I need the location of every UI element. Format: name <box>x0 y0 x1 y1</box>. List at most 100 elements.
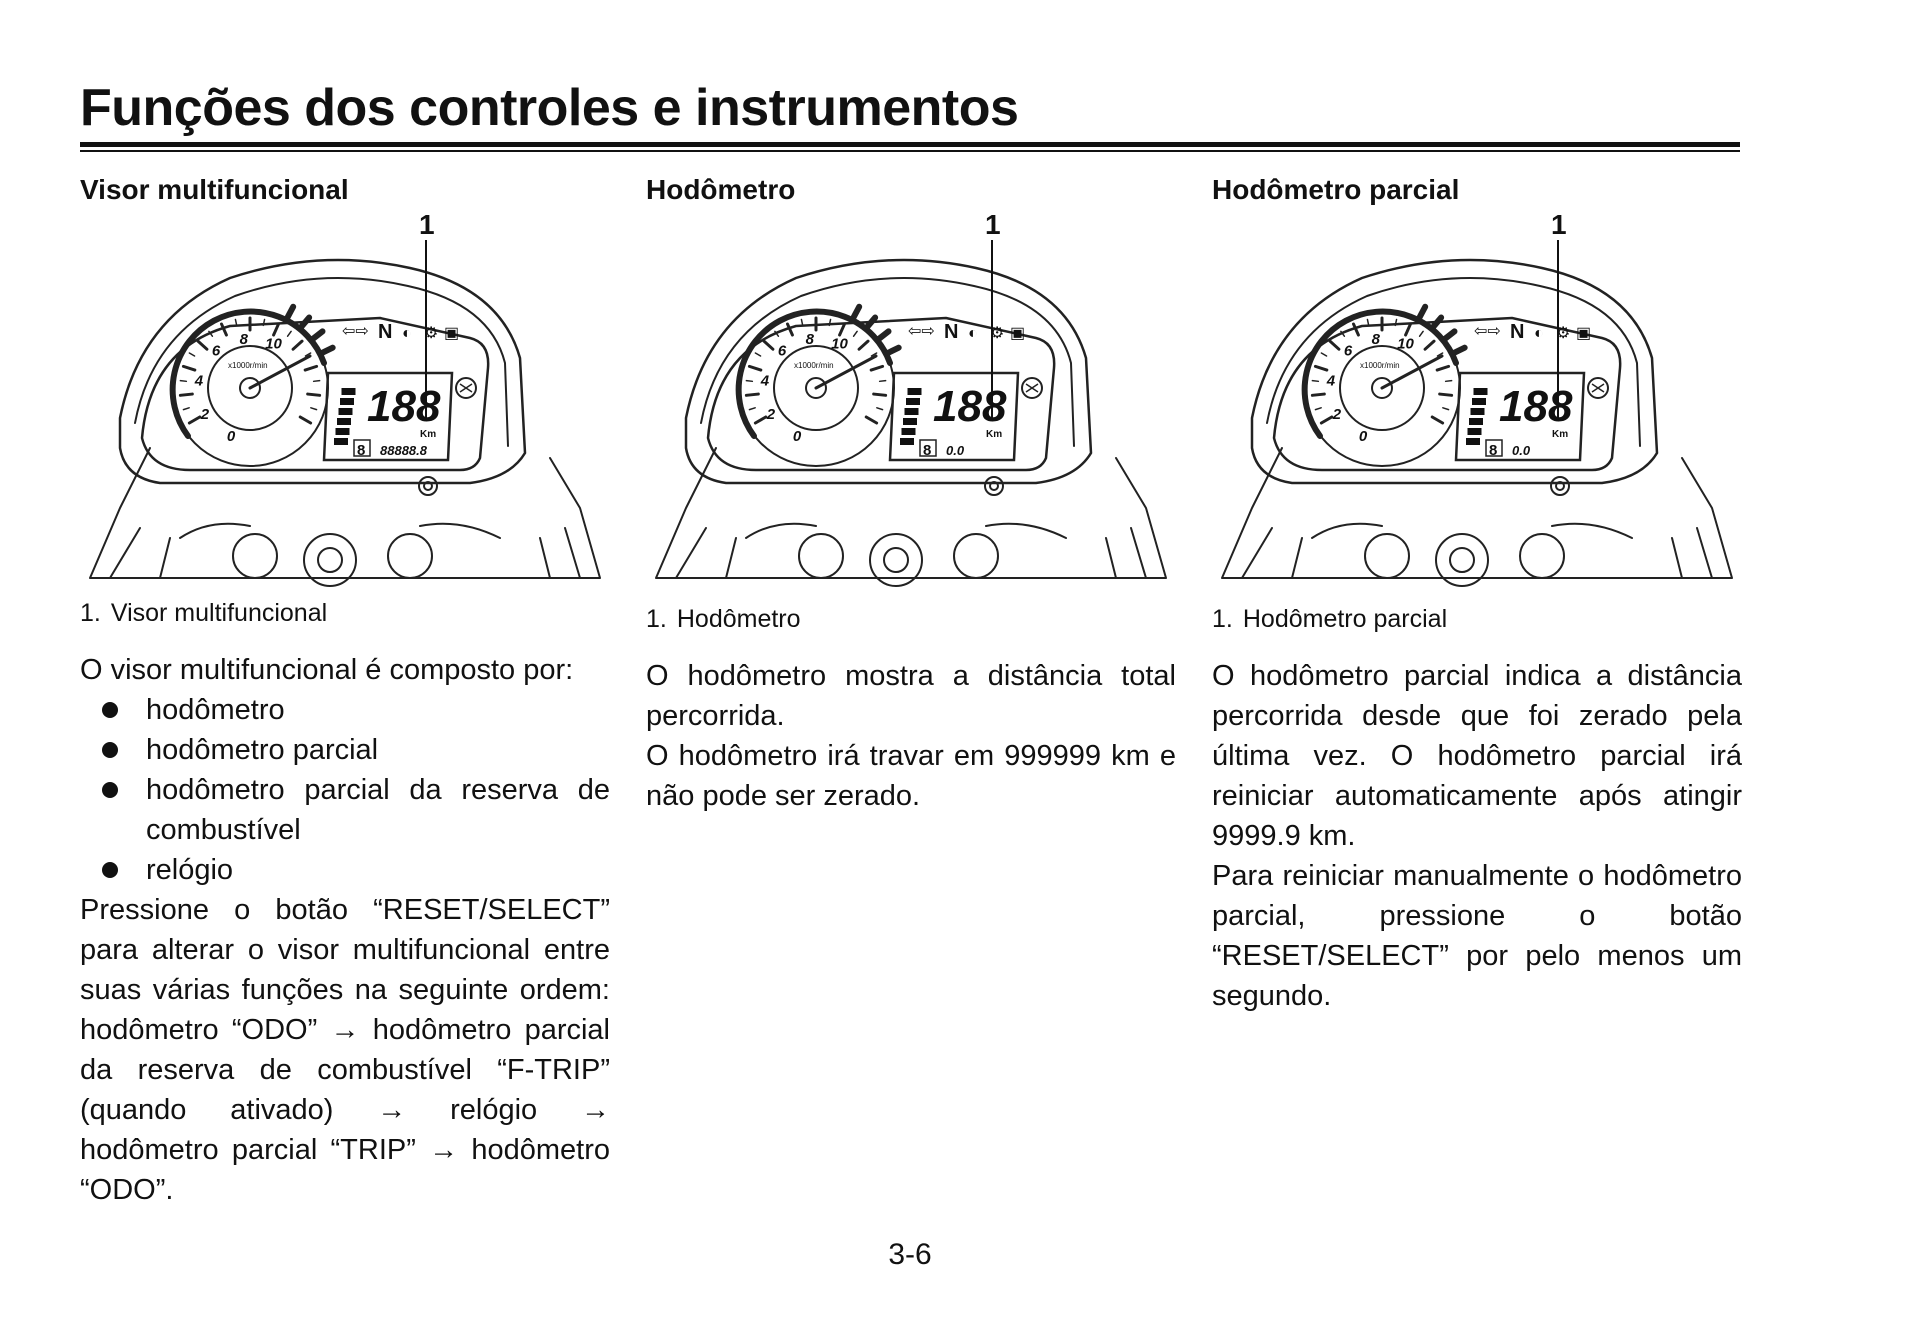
list-item-text: hodômetro parcial da reserva de combustí… <box>146 774 610 846</box>
tachometer-tick <box>744 392 760 397</box>
turn-signal-icon: ⇦⇨ <box>342 323 369 340</box>
redline-segment <box>1430 314 1445 330</box>
mounting-bolt <box>423 481 433 491</box>
fuel-bar <box>1470 408 1485 415</box>
tachometer-tick <box>838 322 846 337</box>
bullet-icon <box>102 702 118 718</box>
instrument-cowl <box>118 258 527 485</box>
figure-caption: 1.Visor multifuncional <box>80 596 610 630</box>
tachometer-tick <box>310 407 318 411</box>
indicator-lights: ⇦⇨N◐⚙▣ <box>342 321 459 343</box>
tachometer-tick <box>303 364 319 372</box>
tachometer-tick <box>1423 339 1436 351</box>
redline-segment <box>284 303 297 321</box>
tachometer-tick <box>272 322 280 337</box>
lcd-unit: Km <box>1552 429 1568 440</box>
tacho-unit-label: x1000r/min <box>228 361 268 370</box>
tachometer-tick <box>1366 318 1370 327</box>
tachometer-tick <box>1444 379 1453 383</box>
lcd-main-digits: 188 <box>367 382 441 431</box>
lcd-gear-digit: 8 <box>357 442 365 459</box>
brand-emblem <box>1591 383 1605 393</box>
tacho-number: 0 <box>1359 428 1368 445</box>
list-item: hodômetro parcial da reserva de combustí… <box>80 770 610 850</box>
needle-hub <box>1371 377 1393 399</box>
tacho-number: 2 <box>200 406 210 423</box>
instrument-cluster <box>1272 316 1622 472</box>
tachometer-tick <box>857 339 870 351</box>
frame-lines <box>1241 527 1713 579</box>
tachometer-tick <box>878 379 887 383</box>
tacho-number: 4 <box>760 372 770 389</box>
frame-lines <box>675 527 1147 579</box>
tacho-number: 8 <box>806 331 815 348</box>
fuel-bar <box>1466 438 1480 445</box>
ignition-switch <box>869 533 923 587</box>
high-beam-icon: ◐ <box>968 325 978 342</box>
tachometer-tick <box>800 318 804 327</box>
tachometer-tick <box>1313 364 1329 372</box>
frame-lines <box>109 527 581 579</box>
instrument-cluster <box>140 316 490 472</box>
neutral-icon: N <box>944 321 958 343</box>
tachometer-tick <box>876 407 884 411</box>
tachometer-arc <box>169 308 327 439</box>
caption-number: 1. <box>646 605 667 633</box>
callout-number: 1 <box>419 209 435 240</box>
fuel-bar <box>1469 418 1483 425</box>
tachometer-tick <box>774 330 780 337</box>
redline-segment <box>850 303 863 321</box>
fuel-bar <box>900 438 914 445</box>
tachometer-tick <box>188 352 196 357</box>
ignition-switch <box>1435 533 1489 587</box>
tacho-number: 8 <box>1372 331 1381 348</box>
lcd-unit: Km <box>986 429 1002 440</box>
redline-segment <box>1416 303 1429 321</box>
tachometer-tick <box>1319 415 1334 425</box>
redline-segment <box>1442 328 1458 342</box>
tachometer-tick <box>828 318 832 327</box>
tachometer-inner-ring <box>773 345 859 431</box>
fork-cap-left <box>1364 533 1410 579</box>
list-item: hodômetro parcial <box>80 730 610 770</box>
caption-text: Visor multifuncional <box>110 599 328 627</box>
page-title: Funções dos controles e instrumentos <box>80 79 1019 137</box>
caption-text: Hodômetro <box>676 605 801 633</box>
body-paragraph: Pressione o botão “RESET/SELECT” para al… <box>80 894 610 1206</box>
tachometer-tick <box>298 415 313 425</box>
tacho-number: 6 <box>778 343 787 360</box>
bullet-icon <box>102 782 118 798</box>
redline-segment <box>310 328 326 342</box>
ignition-switch <box>1449 547 1475 573</box>
needle-hub <box>239 377 261 399</box>
gear-box <box>353 439 371 457</box>
tacho-number: 10 <box>265 336 282 353</box>
bullet-icon <box>102 742 118 758</box>
lcd-main-digits: 188 <box>933 382 1007 431</box>
oil-icon: ⚙ <box>1556 325 1570 342</box>
instrument-cowl <box>1250 258 1659 485</box>
list-item-text: hodômetro parcial <box>146 734 379 766</box>
tachometer-tick <box>1418 330 1424 337</box>
bullet-list: hodômetro hodômetro parcial hodômetro pa… <box>80 690 610 890</box>
needle-hub <box>805 377 827 399</box>
redline-segment <box>864 314 879 330</box>
mounting-bolt <box>1550 476 1570 496</box>
redline-segment <box>318 344 336 356</box>
indicator-lights: ⇦⇨N◐⚙▣ <box>1474 321 1591 343</box>
fork-cap-right <box>953 533 999 579</box>
tachometer-tick <box>1394 318 1398 327</box>
tachometer-tick <box>864 415 879 425</box>
tacho-number: 2 <box>766 406 776 423</box>
tachometer-tick <box>1436 352 1444 357</box>
frame-lines <box>655 447 1167 579</box>
tacho-number: 6 <box>212 343 221 360</box>
brand-emblem <box>1021 377 1043 399</box>
instrument-cowl-inner <box>1266 277 1641 447</box>
bullet-icon <box>102 862 118 878</box>
lcd-unit: Km <box>420 429 436 440</box>
